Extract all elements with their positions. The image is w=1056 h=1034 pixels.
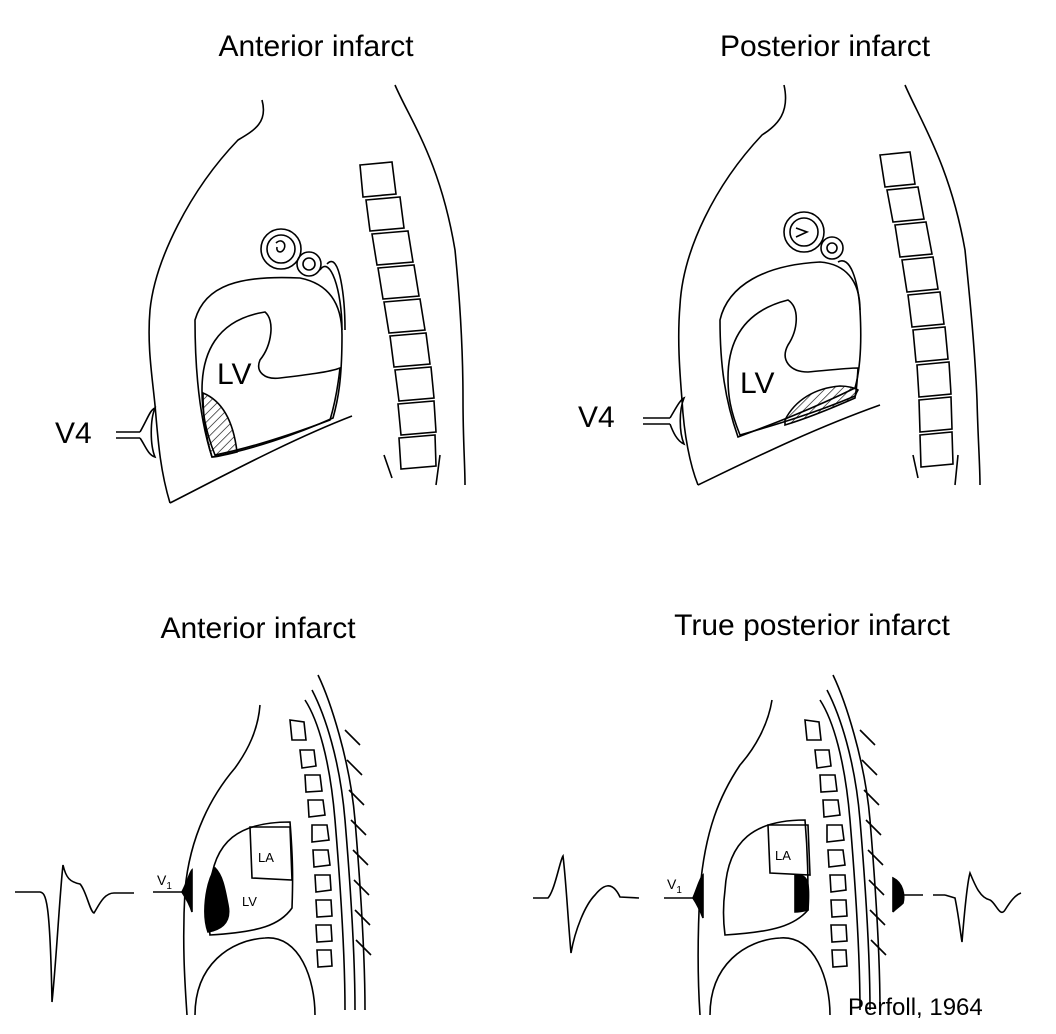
panel-1-lv-label: LV xyxy=(217,358,251,391)
panel-1-title: Anterior infarct xyxy=(218,30,414,63)
pulmonary-artery-outer xyxy=(296,251,322,277)
diaphragm xyxy=(169,415,353,504)
aorta-outer xyxy=(783,211,825,253)
panel-3-lead-label: V1 xyxy=(157,872,172,892)
diaphragm xyxy=(697,404,881,486)
la-chamber xyxy=(767,824,811,876)
lv-cavity xyxy=(727,299,859,436)
panel-4-figure xyxy=(533,674,1022,1016)
chest-wall-front xyxy=(182,704,261,1016)
aorta-outer xyxy=(260,228,302,270)
electrode xyxy=(116,406,157,459)
panel-4-title: True posterior infarct xyxy=(674,609,950,642)
panel-1-lead-label: V4 xyxy=(55,417,92,450)
pericardial-line xyxy=(319,265,343,331)
infarct-area xyxy=(784,385,860,427)
heart-outline xyxy=(719,261,862,439)
pulmonary-artery-inner xyxy=(826,242,838,254)
panel-3-figure xyxy=(15,674,372,1016)
chest-wall-back xyxy=(394,84,466,486)
infarct-area xyxy=(204,866,230,933)
panel-2-figure xyxy=(643,84,981,486)
panel-2-lead-label: V4 xyxy=(578,401,615,434)
spine xyxy=(359,161,441,486)
diaphragm xyxy=(709,937,831,1016)
pulmonary-artery-outer xyxy=(820,236,844,260)
aortic-valve xyxy=(275,240,286,253)
pericardial-line xyxy=(837,260,861,311)
aorta-inner xyxy=(789,217,819,247)
chest-wall-back xyxy=(904,84,981,486)
spine xyxy=(289,674,372,1011)
ecg-trace-anterior xyxy=(533,853,640,954)
spine xyxy=(804,674,887,1011)
panel-4-la-label: LA xyxy=(775,848,791,863)
posterior-electrode xyxy=(892,876,905,913)
chest-wall-front xyxy=(677,84,787,486)
chest-wall-front xyxy=(697,699,773,1016)
la-chamber xyxy=(249,826,293,881)
great-vessel-line xyxy=(326,260,346,331)
electrode xyxy=(643,396,686,446)
aortic-valve xyxy=(795,227,810,238)
ecg-trace-posterior xyxy=(944,870,1022,943)
infarct-area xyxy=(202,391,238,458)
ecg-trace xyxy=(15,864,134,1003)
pulmonary-artery-inner xyxy=(302,257,316,271)
chest-wall-front xyxy=(148,99,265,504)
panel-2-title: Posterior infarct xyxy=(719,30,931,63)
panel-2-lv-label: LV xyxy=(740,367,774,400)
aorta-inner xyxy=(266,234,296,264)
spine xyxy=(879,151,959,486)
infarct-area xyxy=(794,874,810,913)
panel-1-figure xyxy=(116,84,466,504)
diaphragm xyxy=(194,937,316,1016)
panel-3-title: Anterior infarct xyxy=(160,612,356,645)
panel-4-lead-label: V1 xyxy=(667,876,682,896)
panel-3-lv-label: LV xyxy=(242,894,257,909)
panel-3-la-label: LA xyxy=(258,850,274,865)
